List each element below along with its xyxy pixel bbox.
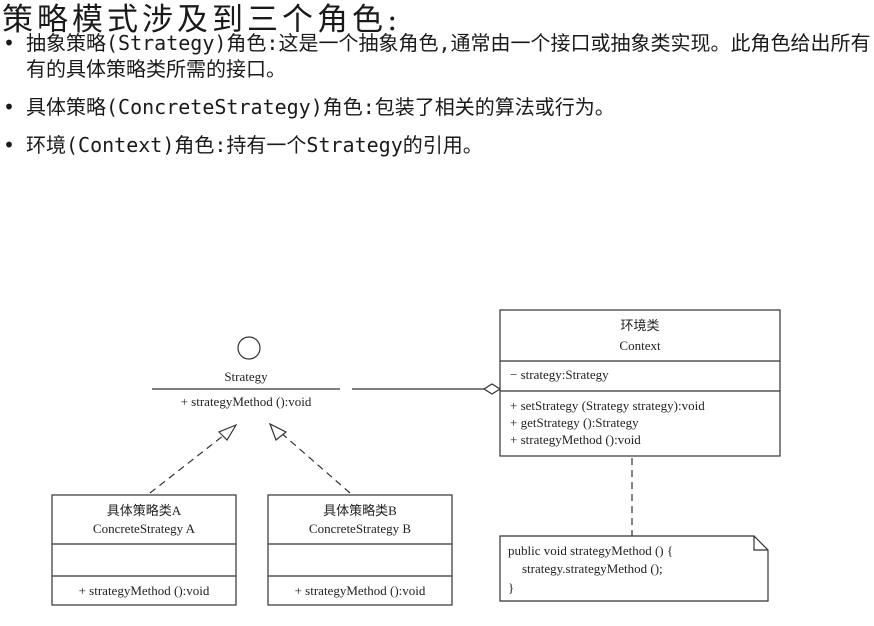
concrete-strategy-b-class: 具体策略类B ConcreteStrategy B + strategyMeth… bbox=[267, 494, 453, 606]
role-text: 抽象策略(Strategy)角色:这是一个抽象角色,通常由一个接口或抽象类实现。… bbox=[26, 31, 871, 55]
aggregation-connector bbox=[352, 383, 502, 395]
strategy-method: + strategyMethod ():void bbox=[181, 394, 312, 409]
class-method: + strategyMethod ():void bbox=[295, 583, 426, 598]
note-line: strategy.strategyMethod (); bbox=[522, 561, 663, 576]
concrete-strategy-a-class: 具体策略类A ConcreteStrategy A + strategyMeth… bbox=[51, 494, 237, 606]
hollow-arrowhead-icon bbox=[217, 423, 238, 441]
code-note: public void strategyMethod () { strategy… bbox=[499, 535, 769, 602]
role-list: 抽象策略(Strategy)角色:这是一个抽象角色,通常由一个接口或抽象类实现。… bbox=[0, 30, 874, 170]
interface-lollipop-icon bbox=[237, 336, 261, 360]
class-name-cn: 具体策略类B bbox=[323, 503, 397, 518]
role-text-continued: 有的具体策略类所需的接口。 bbox=[26, 57, 286, 81]
class-method: + getStrategy ():Strategy bbox=[510, 415, 639, 430]
class-attribute: − strategy:Strategy bbox=[510, 367, 609, 382]
context-class: 环境类 Context − strategy:Strategy + setStr… bbox=[499, 309, 781, 457]
class-method: + strategyMethod ():void bbox=[510, 432, 641, 447]
class-name-en: ConcreteStrategy B bbox=[309, 521, 411, 536]
class-method: + strategyMethod ():void bbox=[79, 583, 210, 598]
class-name-en: Context bbox=[619, 338, 661, 353]
role-text: 具体策略(ConcreteStrategy)角色:包装了相关的算法或行为。 bbox=[26, 95, 615, 119]
hollow-arrowhead-icon bbox=[268, 422, 288, 441]
note-fold-icon bbox=[753, 536, 768, 551]
note-line: public void strategyMethod () { bbox=[508, 543, 673, 558]
strategy-name: Strategy bbox=[224, 369, 268, 384]
role-item-concrete-strategy: 具体策略(ConcreteStrategy)角色:包装了相关的算法或行为。 bbox=[0, 94, 874, 120]
aggregation-diamond-icon bbox=[482, 383, 502, 395]
class-name-cn: 环境类 bbox=[620, 318, 659, 333]
class-method: + setStrategy (Strategy strategy):void bbox=[510, 398, 705, 413]
class-name-en: ConcreteStrategy A bbox=[93, 521, 196, 536]
realization-arrow-b bbox=[268, 422, 351, 494]
class-name-cn: 具体策略类A bbox=[107, 503, 182, 518]
note-line: } bbox=[508, 580, 514, 595]
role-text: 环境(Context)角色:持有一个Strategy的引用。 bbox=[26, 133, 483, 157]
realization-arrow-a bbox=[149, 423, 238, 494]
role-item-abstract-strategy: 抽象策略(Strategy)角色:这是一个抽象角色,通常由一个接口或抽象类实现。… bbox=[0, 30, 874, 82]
strategy-interface: Strategy + strategyMethod ():void bbox=[152, 336, 340, 409]
role-item-context: 环境(Context)角色:持有一个Strategy的引用。 bbox=[0, 132, 874, 158]
